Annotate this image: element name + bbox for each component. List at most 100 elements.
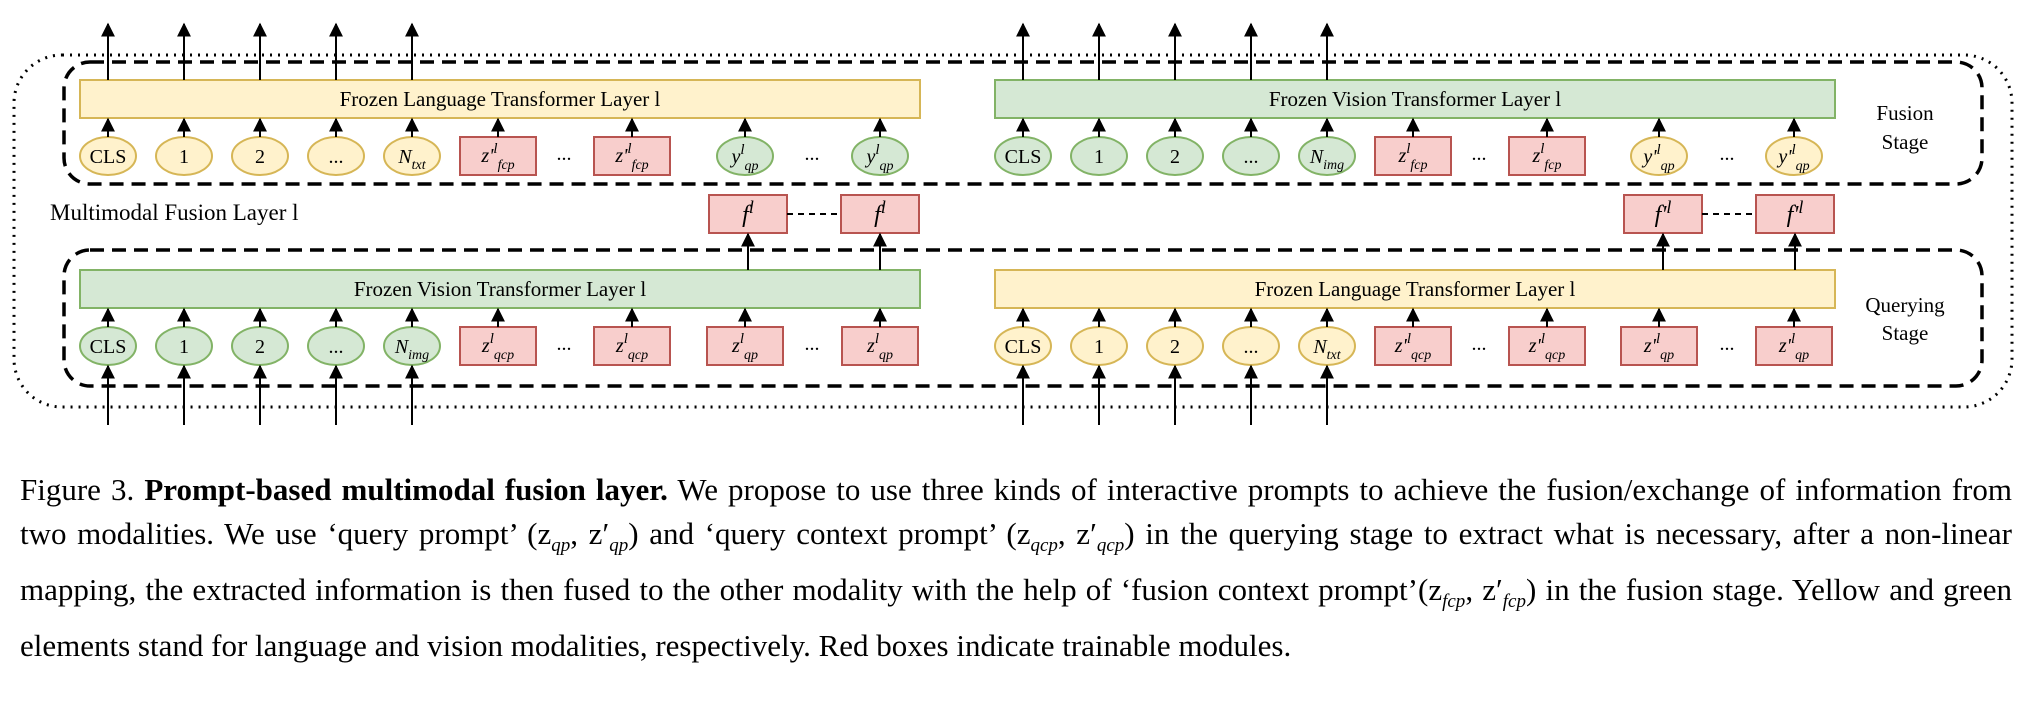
f-block-right-1: f'l	[1623, 194, 1703, 234]
caption-text-2: ) and ‘query context prompt’ (	[628, 516, 1017, 551]
bottom-right-token-9: ...	[1720, 333, 1735, 355]
svg-text:Nimg: Nimg	[1309, 146, 1344, 173]
top-left-token-9: ...	[805, 143, 820, 165]
caption-title: Prompt-based multimodal fusion layer.	[144, 472, 668, 507]
svg-text:1: 1	[1094, 146, 1104, 168]
top-right-token-6: ...	[1472, 143, 1487, 165]
top-right-token-3: ...	[1222, 136, 1280, 176]
svg-text:...: ...	[1472, 333, 1487, 355]
top-left-layer-label: Frozen Language Transformer Layer l	[340, 87, 661, 111]
caption-text-3: ) in the querying stage to extract what …	[20, 516, 2013, 608]
svg-text:z'lfcp: z'lfcp	[480, 141, 514, 173]
svg-text:...: ...	[1244, 336, 1259, 358]
top-left-token-3: ...	[307, 136, 365, 176]
svg-text:2: 2	[255, 336, 265, 358]
bottom-left-layer-label: Frozen Vision Transformer Layer l	[354, 277, 646, 301]
top-right-token-0: CLS	[994, 136, 1052, 176]
caption-text-4: ) in the fusion stage. Yellow and green …	[20, 572, 2012, 664]
svg-text:...: ...	[329, 336, 344, 358]
svg-text:...: ...	[805, 333, 820, 355]
f-block-right-2: f'l	[1755, 194, 1835, 234]
svg-text:ylqp: ylqp	[729, 142, 758, 174]
top-left-token-4: Ntxt	[383, 136, 441, 176]
svg-text:...: ...	[1720, 333, 1735, 355]
top-left-token-6: ...	[557, 143, 572, 165]
svg-text:z'lqp: z'lqp	[1778, 331, 1809, 363]
bottom-right-token-3: ...	[1222, 326, 1280, 366]
bottom-right-layer-label: Frozen Language Transformer Layer l	[1255, 277, 1576, 301]
bottom-right-token-5: z'lqcp	[1374, 326, 1452, 366]
bottom-left-token-6: ...	[557, 333, 572, 355]
svg-text:1: 1	[179, 336, 189, 358]
svg-text:ylqp: ylqp	[864, 142, 893, 174]
svg-text:zlqcp: zlqcp	[615, 331, 648, 363]
svg-text:...: ...	[1720, 143, 1735, 165]
svg-text:...: ...	[329, 146, 344, 168]
top-left-token-5: z'lfcp	[459, 136, 537, 176]
bottom-left-token-3: ...	[307, 326, 365, 366]
bottom-right-token-0: CLS	[994, 326, 1052, 366]
svg-text:CLS: CLS	[90, 336, 127, 358]
svg-text:...: ...	[805, 143, 820, 165]
top-right-token-9: ...	[1720, 143, 1735, 165]
bottom-right-language-layer	[994, 269, 1836, 309]
bottom-right-token-4: Ntxt	[1298, 326, 1356, 366]
svg-text:fl: fl	[742, 197, 754, 228]
svg-text:2: 2	[1170, 146, 1180, 168]
bottom-right-token-8: z'lqp	[1620, 326, 1698, 366]
top-right-token-5: zlfcp	[1374, 136, 1452, 176]
fusion-stage-label-2: Stage	[1882, 130, 1929, 154]
bottom-right-token-6: ...	[1472, 333, 1487, 355]
bottom-left-token-10: zlqp	[841, 326, 919, 366]
fusion-stage-label-1: Fusion	[1876, 101, 1934, 125]
f-block-left-1: fl	[708, 194, 788, 234]
top-right-token-2: 2	[1146, 136, 1204, 176]
top-left-token-8: ylqp	[716, 136, 774, 176]
top-right-token-8: y'lqp	[1630, 136, 1688, 176]
top-left-token-7: z'lfcp	[593, 136, 671, 176]
bottom-left-token-9: ...	[805, 333, 820, 355]
svg-text:y'lqp: y'lqp	[1776, 142, 1809, 174]
top-left-language-layer	[79, 79, 921, 119]
svg-text:1: 1	[179, 146, 189, 168]
querying-stage-boundary	[62, 248, 1984, 388]
figure-label: Figure 3.	[20, 472, 135, 507]
svg-text:...: ...	[1472, 143, 1487, 165]
bottom-right-token-1: 1	[1070, 326, 1128, 366]
svg-text:1: 1	[1094, 336, 1104, 358]
bottom-left-token-4: Nimg	[383, 326, 441, 366]
svg-text:2: 2	[1170, 336, 1180, 358]
multimodal-fusion-layer-label: Multimodal Fusion Layer l	[50, 200, 299, 225]
top-right-token-1: 1	[1070, 136, 1128, 176]
bottom-right-token-10: z'lqp	[1755, 326, 1833, 366]
top-right-token-10: y'lqp	[1765, 136, 1823, 176]
svg-text:Nimg: Nimg	[394, 336, 429, 363]
svg-text:zlfcp: zlfcp	[1531, 141, 1561, 173]
top-left-token-10: ylqp	[851, 136, 909, 176]
svg-text:z'lqcp: z'lqcp	[1528, 331, 1565, 363]
svg-text:Ntxt: Ntxt	[397, 146, 426, 173]
caption-text-1: We propose to use three kinds of interac…	[20, 472, 2012, 551]
f-block-left-2: fl	[840, 194, 920, 234]
top-right-token-7: zlfcp	[1508, 136, 1586, 176]
querying-stage-label-2: Stage	[1882, 321, 1929, 345]
top-left-token-2: 2	[231, 136, 289, 176]
bottom-right-token-2: 2	[1146, 326, 1204, 366]
bottom-right-token-7: z'lqcp	[1508, 326, 1586, 366]
svg-text:CLS: CLS	[1005, 146, 1042, 168]
svg-text:...: ...	[1244, 146, 1259, 168]
figure-caption: Figure 3. Prompt-based multimodal fusion…	[20, 472, 2013, 664]
svg-text:zlqp: zlqp	[731, 331, 758, 363]
svg-text:z'lqcp: z'lqcp	[1394, 331, 1431, 363]
svg-text:f'l: f'l	[1787, 197, 1804, 228]
multimodal-fusion-layer-boundary	[12, 53, 2014, 409]
svg-text:f'l: f'l	[1655, 197, 1672, 228]
bottom-left-token-0: CLS	[79, 326, 137, 366]
svg-text:z'lfcp: z'lfcp	[614, 141, 648, 173]
bottom-left-token-8: zlqp	[706, 326, 784, 366]
top-right-token-4: Nimg	[1298, 136, 1356, 176]
svg-text:z'lqp: z'lqp	[1643, 331, 1674, 363]
top-left-token-0: CLS	[79, 136, 137, 176]
svg-text:y'lqp: y'lqp	[1641, 142, 1674, 174]
svg-text:zlfcp: zlfcp	[1397, 141, 1427, 173]
